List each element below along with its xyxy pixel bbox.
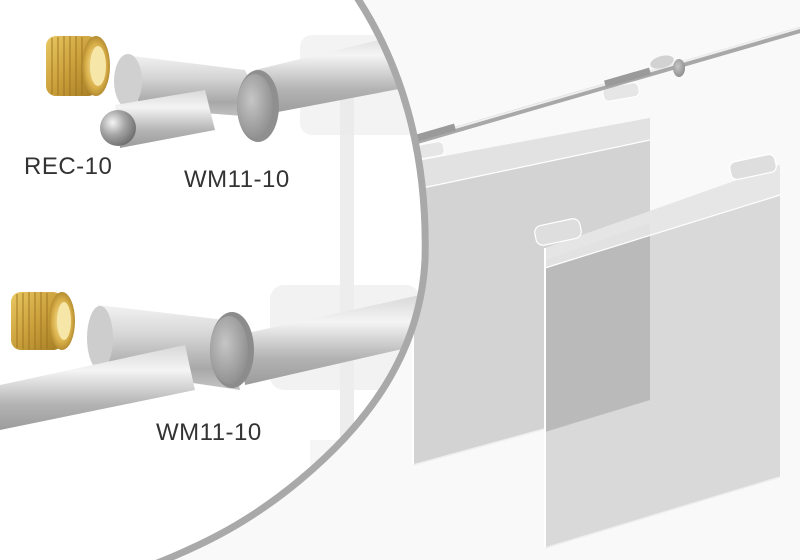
part-label-wm11-10-bottom: WM11-10 — [156, 419, 262, 446]
brass-fitting-bottom — [11, 292, 75, 350]
top-fitting-assembly — [100, 30, 420, 148]
detail-circle-ring — [155, 0, 429, 560]
part-label-rec-10: REC-10 — [24, 153, 113, 180]
acrylic-panel-front — [534, 153, 781, 549]
part-label-wm11-10-top: WM11-10 — [184, 166, 290, 193]
bottom-fitting-assembly — [0, 295, 420, 430]
brass-fitting-top — [46, 36, 110, 96]
detail-circle — [0, 30, 420, 470]
